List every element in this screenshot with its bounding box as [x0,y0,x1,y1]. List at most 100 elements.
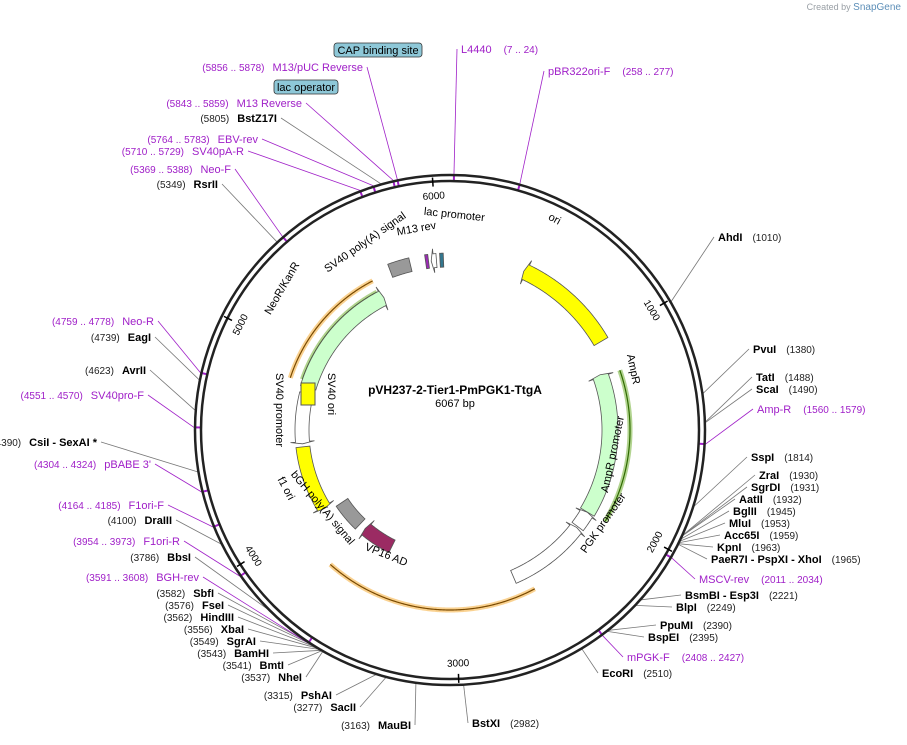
enzyme-leader [635,604,673,608]
primer-position: (5369 .. 5388) [130,165,192,176]
enzyme-leader [359,676,387,708]
enzyme-position: (2982) [510,719,539,730]
tick-label: 1000 [641,298,662,323]
enzyme-name: Acc65I [724,530,759,542]
enzyme-leader [704,376,753,423]
primer-leader [453,48,458,175]
enzyme-leader [259,640,321,650]
tick-mark [431,177,434,187]
enzyme-leader [227,604,315,647]
primer-name: L4440 [461,44,492,56]
feature-arrow [335,497,366,530]
enzyme-name: DraIII [144,515,172,527]
cap-binding-site-box [333,42,423,58]
feature-arrow [387,257,413,278]
feature-arrow [579,372,619,517]
label-leader-lines [100,48,756,726]
enzyme-position: (1959) [769,531,798,542]
enzyme-position: (3786) [130,553,159,564]
enzyme-leader [414,682,417,726]
enzyme-leader [100,441,199,473]
primer-leader [157,320,201,374]
enzyme-position: (4100) [108,516,137,527]
enzyme-position: (3277) [293,703,322,714]
enzyme-position: (1488) [785,373,814,384]
enzyme-position: (3556) [184,625,213,636]
snapgene-brand: Created by SnapGene [807,2,901,13]
brand-app-name: SnapGene [853,2,901,13]
enzyme-name: BglII [733,506,757,518]
orf-arc-core [329,563,536,611]
backbone-outer-strand [193,173,707,687]
enzyme-position: (5805) [200,114,229,125]
enzyme-name: SbfI [193,588,214,600]
enzyme-leader [640,594,682,601]
primer-position: (3954 .. 3973) [73,537,135,548]
primer-name: Amp-R [757,404,791,416]
feature-arrow [510,521,586,584]
enzyme-position: (3549) [190,637,219,648]
enzyme-name: AhdI [718,232,742,244]
primer-name: F1ori-F [129,500,165,512]
enzyme-name: EagI [128,332,151,344]
tick-mark [659,300,669,307]
enzyme-position: (2390) [703,621,732,632]
enzyme-name: MluI [729,518,751,530]
primer-leader [602,635,624,658]
tick-label: 4000 [242,544,264,569]
feature-arrow [424,253,430,270]
feature-arrow [439,252,445,268]
primer-name: F1ori-R [143,536,180,548]
feature-label-neor: NeoR/KanR [263,260,303,317]
primer-name: mPGK-F [627,652,670,664]
enzyme-name: TatI [756,372,775,384]
primer-position: (5710 .. 5729) [122,147,184,158]
enzyme-position: (3537) [241,673,270,684]
enzyme-name: BspEI [648,632,679,644]
enzyme-position: (1931) [790,483,819,494]
site-labels: AhdI(1010)PvuI(1380)TatI(1488)ScaI(1490)… [0,44,866,732]
enzyme-position: (4390) [0,438,21,449]
enzyme-name: SacII [330,702,356,714]
primer-name: Neo-R [122,316,154,328]
primer-position: (3591 .. 3608) [86,573,148,584]
plasmid-backbone [193,173,707,687]
inner-features: SV40 ori [300,373,337,415]
primer-leader [519,70,545,184]
enzyme-name: SgrAI [227,636,256,648]
primer-position: (4759 .. 4778) [52,317,114,328]
enzyme-position: (5349) [157,180,186,191]
enzyme-name: FseI [202,600,224,612]
enzyme-name: BstXI [472,718,500,730]
enzyme-position: (3576) [165,601,194,612]
primer-position: (258 .. 277) [622,67,673,78]
primer-leader [705,408,754,445]
enzyme-name: RsrII [194,179,218,191]
enzyme-leader [154,336,201,381]
primer-name: BGH-rev [156,572,199,584]
enzyme-name: ZraI [759,470,779,482]
tick-label: 6000 [422,190,445,203]
lac-operator-label: lac operator [277,82,335,94]
enzyme-name: ScaI [756,384,779,396]
enzyme-leader [677,543,708,560]
enzyme-leader [606,630,645,638]
primer-name: EBV-rev [218,134,259,146]
plasmid-name: pVH237-2-Tier1-PmPGK1-TtgA [368,383,542,397]
enzyme-name: BmtI [260,660,284,672]
plasmid-size: 6067 bp [435,398,475,410]
enzyme-position: (3562) [163,613,192,624]
tick-label: 2000 [645,530,666,555]
enzyme-leader [305,650,324,678]
primer-leader [234,168,283,237]
primer-position: (4304 .. 4324) [34,460,96,471]
primer-name: M13 Reverse [237,98,302,110]
enzyme-name: BsmBI - Esp3I [685,590,759,602]
enzyme-name: PaeR7I - PspXI - XhoI [711,554,822,566]
feature-arrow [295,445,334,514]
enzyme-leader [463,684,469,724]
enzyme-leader [678,543,714,548]
primer-leader [183,540,241,577]
primer-leader [154,463,202,493]
